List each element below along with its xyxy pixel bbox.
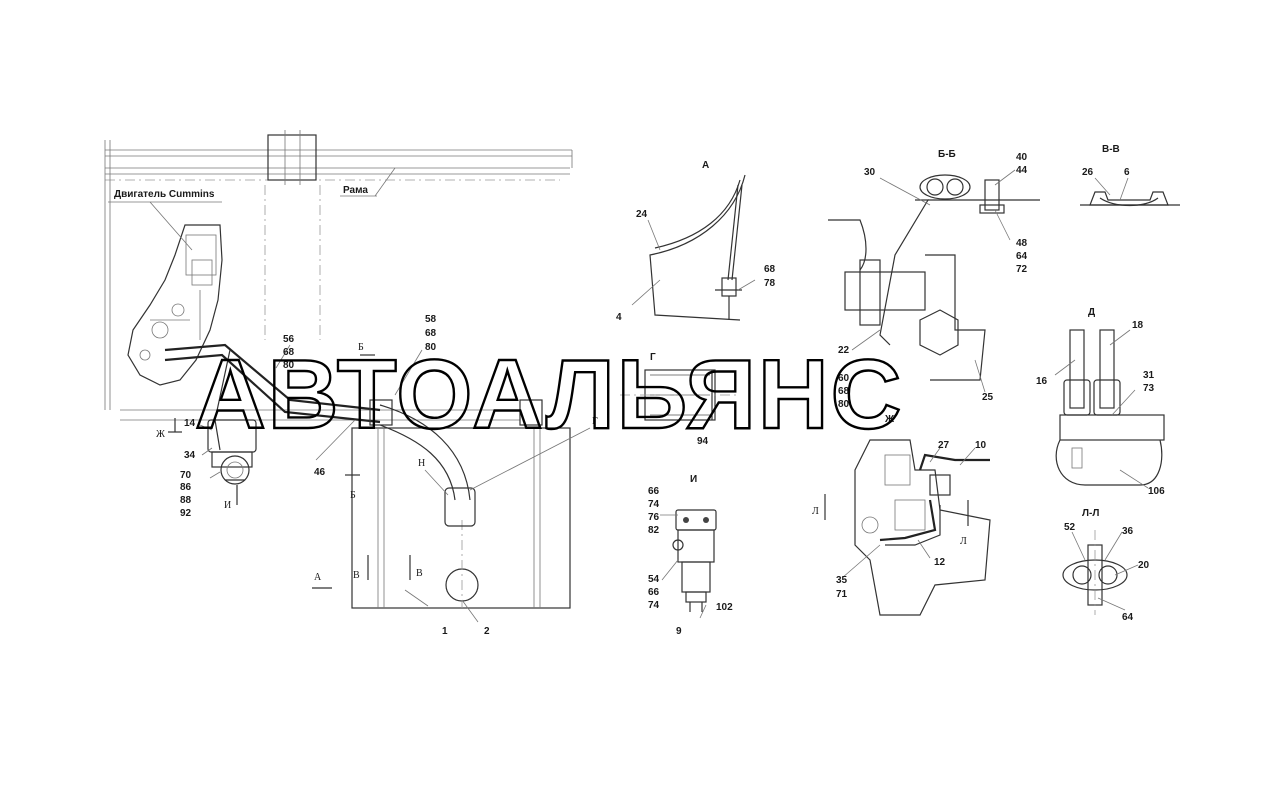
view-g-title: Г [650,352,656,363]
pn-34: 34 [184,450,196,461]
pn-102: 102 [716,602,733,613]
pn-72: 72 [1016,264,1028,275]
pn-27: 27 [938,440,950,451]
pn-70: 70 [180,470,192,481]
pn-30: 30 [864,167,876,178]
marker-g: Г [592,416,598,427]
fuel-filter-left [207,419,257,485]
section-bb-title: Б-Б [938,149,956,160]
marker-v-left: В [353,570,360,581]
pn-4: 4 [616,312,622,323]
pn-54: 54 [648,574,660,585]
pn-36: 36 [1122,526,1134,537]
marker-l-left: Л [812,506,819,517]
section-vv: В-В [1080,144,1180,207]
watermark-text: АВТОАЛЬЯНС [195,339,903,449]
pn-24: 24 [636,209,648,220]
frame-label: Рама [340,167,396,197]
marker-n: Н [418,458,425,469]
pn-86: 86 [180,482,192,493]
pn-74-b: 74 [648,600,660,611]
section-markers: Б Б Ж И А В В Н Г Л Л [156,342,969,589]
view-d: Д [1055,307,1165,486]
pn-88: 88 [180,495,192,506]
marker-v-right: В [416,568,423,579]
pn-12: 12 [934,557,946,568]
pn-25: 25 [982,392,994,403]
engine [127,224,223,386]
pn-60: 60 [838,373,850,384]
pn-58: 58 [425,314,437,325]
marker-l-right: Л [960,536,967,547]
pn-76: 76 [648,512,660,523]
view-a-title: А [702,160,709,171]
pn-48: 48 [1016,238,1028,249]
pn-80-a: 80 [283,360,295,371]
pn-73: 73 [1143,383,1155,394]
pn-31: 31 [1143,370,1155,381]
part-numbers: 56 68 80 58 68 80 14 34 70 86 88 92 46 1… [180,152,1165,637]
pn-16: 16 [1036,376,1048,387]
pn-52: 52 [1064,522,1076,533]
fuel-tank [351,399,571,609]
pn-82: 82 [648,525,660,536]
view-i-title: И [690,474,697,485]
pn-78: 78 [764,278,776,289]
pn-9: 9 [676,626,682,637]
pn-44: 44 [1016,165,1028,176]
pn-64-a: 64 [1016,251,1028,262]
pn-56: 56 [283,334,295,345]
pn-68-c: 68 [764,264,776,275]
section-ll: Л-Л [1062,508,1128,615]
pn-66-b: 66 [648,587,660,598]
pn-1: 1 [442,626,448,637]
marker-b-bottom: Б [350,490,356,501]
pn-40: 40 [1016,152,1028,163]
pn-46: 46 [314,467,326,478]
engine-label: Двигатель Cummins [108,189,222,251]
pn-68-a: 68 [283,347,295,358]
view-a: А [649,160,746,321]
marker-b-top: Б [358,342,364,353]
pn-68-b: 68 [425,328,437,339]
pn-6: 6 [1124,167,1130,178]
pn-10: 10 [975,440,987,451]
marker-a: А [314,572,322,583]
view-zh: Ж [854,414,991,616]
view-g: Г [620,352,740,421]
pn-22: 22 [838,345,850,356]
pn-74-a: 74 [648,499,660,510]
frame-rail [104,130,573,421]
marker-zh: Ж [156,429,165,440]
pn-66-a: 66 [648,486,660,497]
pn-26: 26 [1082,167,1094,178]
pn-80-b: 80 [425,342,437,353]
pn-92: 92 [180,508,192,519]
section-ll-title: Л-Л [1082,508,1099,519]
marker-i: И [224,500,231,511]
pn-18: 18 [1132,320,1144,331]
pn-71: 71 [836,589,848,600]
leader-lines [199,169,1149,623]
pn-68-d: 68 [838,386,850,397]
pn-64-b: 64 [1122,612,1134,623]
fuel-lines-main [164,343,471,501]
pn-14: 14 [184,418,196,429]
engine-label-text: Двигатель Cummins [114,189,215,200]
pn-80-c: 80 [838,399,850,410]
view-i: И [672,474,717,612]
section-vv-title: В-В [1102,144,1120,155]
pn-94: 94 [697,436,709,447]
view-zh-title: Ж [884,414,895,425]
view-d-title: Д [1088,307,1095,318]
pn-20: 20 [1138,560,1150,571]
pn-2: 2 [484,626,490,637]
frame-label-text: Рама [343,185,368,196]
pn-106: 106 [1148,486,1165,497]
section-bb: Б-Б [828,149,1040,381]
pn-35: 35 [836,575,848,586]
